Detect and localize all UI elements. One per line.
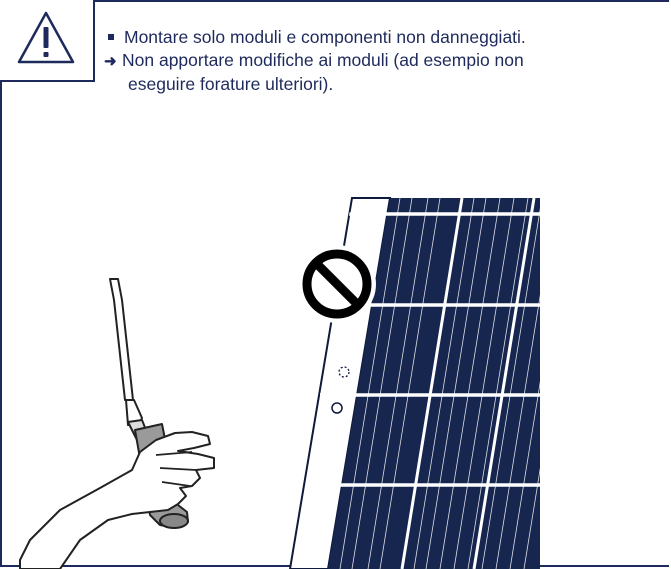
arrow-line: ➜ Non apportare modifiche ai moduli (ad … bbox=[104, 49, 669, 73]
hand-icon bbox=[19, 431, 215, 569]
arrow-right-icon: ➜ bbox=[104, 53, 117, 70]
arrow-text-line2: eseguire forature ulteriori). bbox=[128, 74, 334, 94]
warning-icon-box bbox=[0, 0, 95, 82]
warning-text: Montare solo moduli e componenti non dan… bbox=[104, 26, 669, 96]
arrow-text-line1: Non apportare modifiche ai moduli (ad es… bbox=[122, 50, 524, 70]
bullet-text: Montare solo moduli e componenti non dan… bbox=[124, 27, 526, 47]
warning-triangle-icon bbox=[17, 11, 75, 64]
bullet-icon bbox=[108, 34, 114, 40]
bullet-line: Montare solo moduli e componenti non dan… bbox=[104, 26, 669, 49]
solar-panel-icon bbox=[288, 197, 540, 569]
illustration bbox=[19, 197, 540, 569]
prohibition-sign-icon bbox=[298, 245, 376, 323]
